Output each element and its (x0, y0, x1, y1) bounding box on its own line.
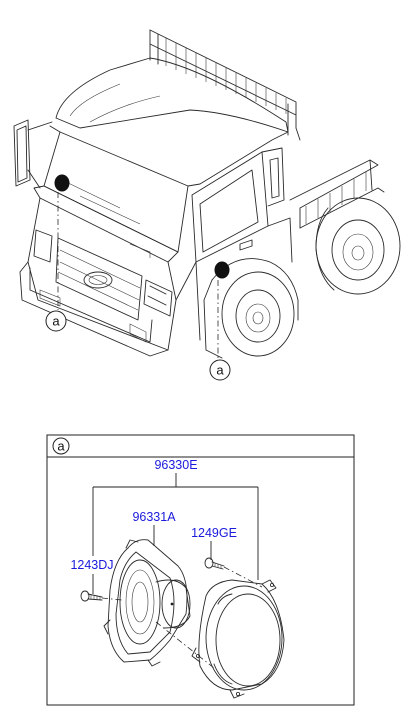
leader-96330E (92, 473, 259, 580)
part-label-96330E: 96330E (154, 458, 197, 472)
rear-wheel (315, 197, 401, 295)
truck-illustration (13, 29, 401, 360)
callout-a-left-label: a (52, 314, 60, 329)
side-mirror (13, 119, 53, 189)
speaker-96331A (103, 539, 215, 669)
front-wheel (203, 258, 299, 359)
callout-a-right-label: a (216, 363, 224, 378)
part-label-96331A: 96331A (132, 510, 176, 524)
speaker-location-left (54, 174, 70, 192)
detail-box-header-label: a (57, 439, 65, 454)
cab-body (19, 57, 293, 357)
screw-1243DJ (80, 590, 123, 602)
callout-a-left: a (45, 310, 67, 332)
part-label-1243DJ: 1243DJ (70, 558, 113, 572)
part-label-1249GE: 1249GE (191, 526, 237, 540)
speaker-location-right (214, 261, 230, 279)
speaker-grille-96330E (191, 579, 285, 699)
detail-box: a 96330E 96331A 1249GE 1243DJ (46, 434, 355, 706)
detail-box-header-circle (52, 437, 70, 455)
cargo-rack (149, 29, 385, 229)
screw-1249GE (204, 557, 263, 588)
callout-a-right: a (209, 359, 231, 381)
